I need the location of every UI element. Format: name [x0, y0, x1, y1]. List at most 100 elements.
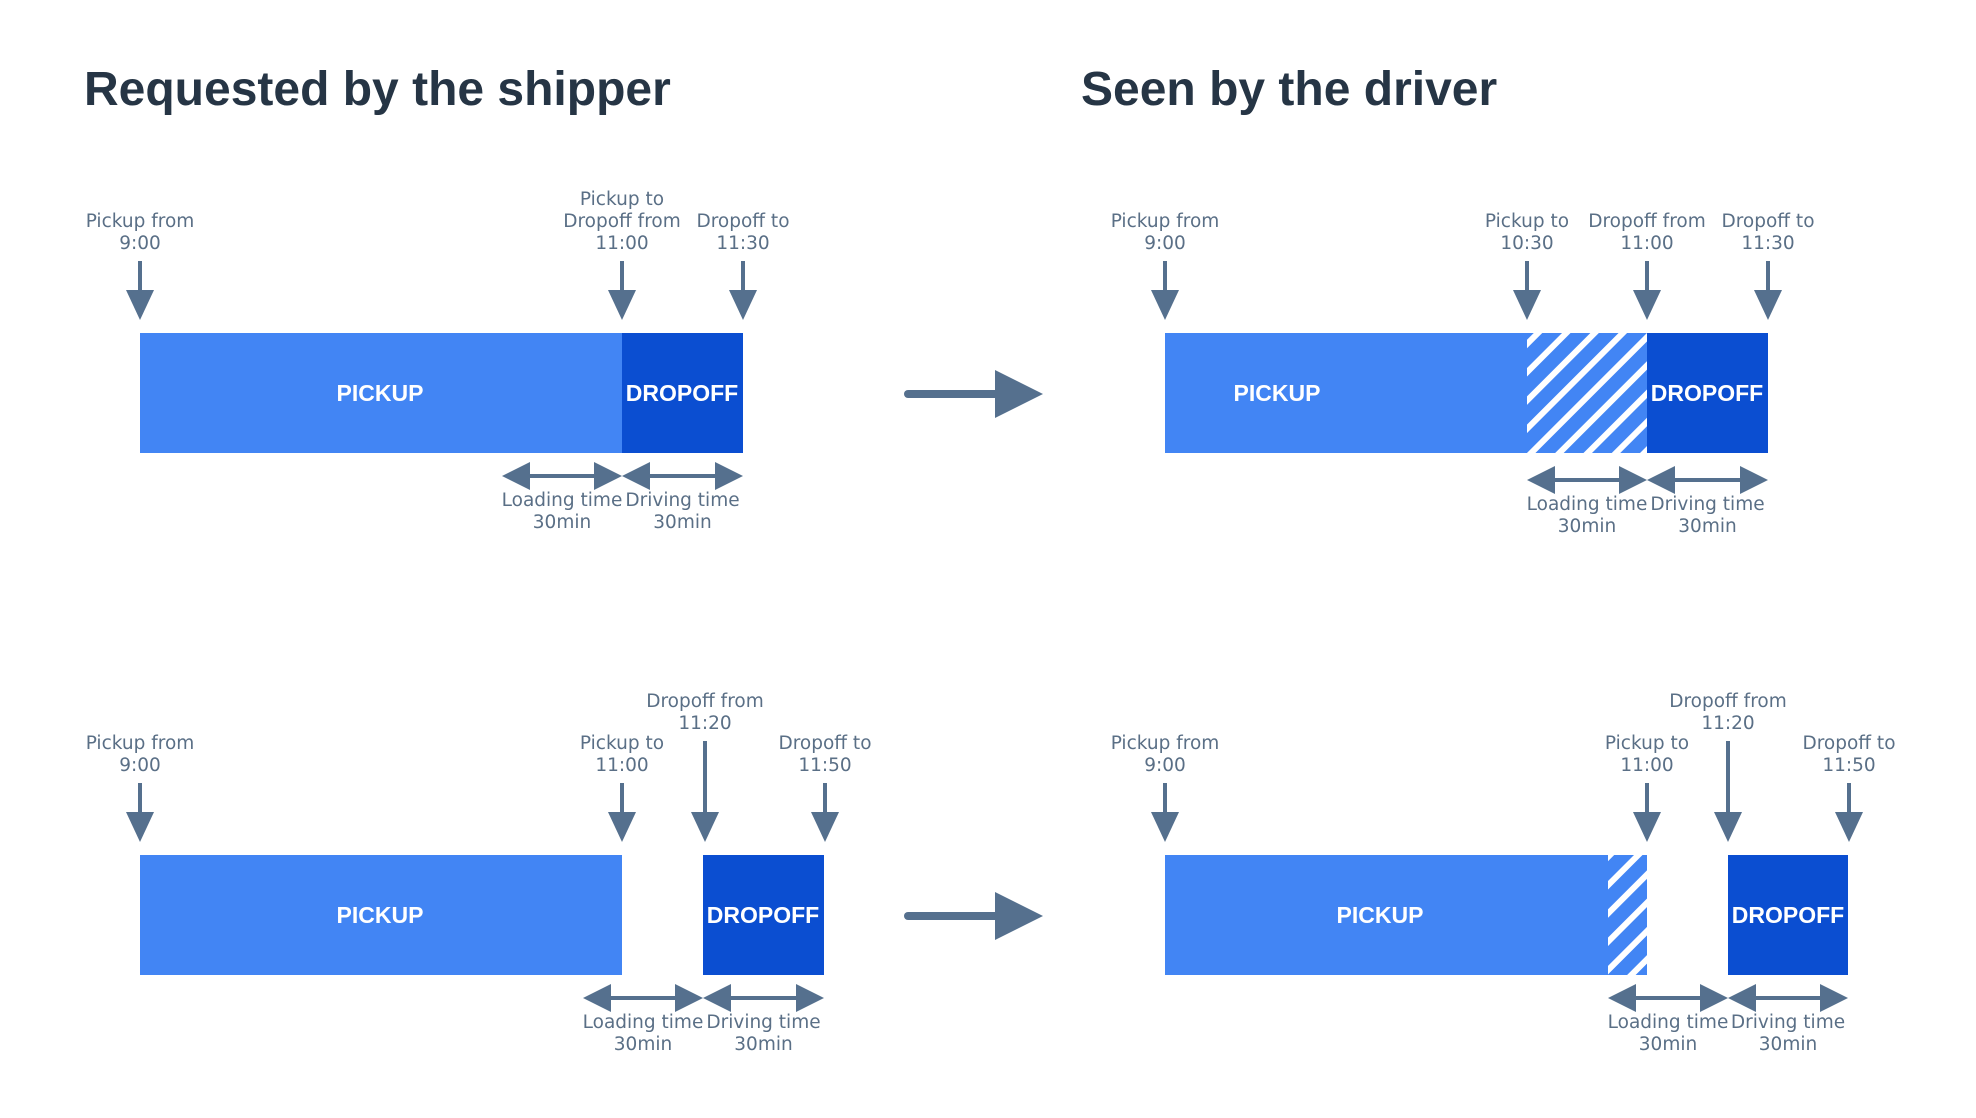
marker-down-arrow-head	[1835, 812, 1863, 842]
marker-down-arrow	[1754, 261, 1782, 320]
dropoff-block-label: DROPOFF	[1651, 380, 1763, 406]
duration-label-line: Driving time	[1650, 494, 1764, 515]
marker-label-line: 9:00	[119, 233, 161, 254]
dropoff-block-label: DROPOFF	[707, 902, 819, 928]
dropoff-block-label: DROPOFF	[626, 380, 738, 406]
marker-label-line: 11:00	[595, 233, 648, 254]
marker-down-arrow	[1151, 261, 1179, 320]
marker-down-arrow-head	[729, 290, 757, 320]
marker-down-arrow-head	[126, 812, 154, 842]
duration-label-line: 30min	[1759, 1034, 1817, 1055]
marker-down-arrow-head	[1151, 812, 1179, 842]
marker-down-arrow	[1714, 741, 1742, 842]
marker-label-line: 11:30	[1741, 233, 1794, 254]
marker-label-line: 11:50	[1822, 755, 1875, 776]
marker-label-line: 11:20	[1701, 713, 1754, 734]
marker-down-arrow-head	[811, 812, 839, 842]
marker-down-arrow	[691, 741, 719, 842]
duration-arrow	[1728, 984, 1848, 1012]
marker-label-line: Dropoff to	[1802, 733, 1895, 754]
duration-arrow	[1608, 984, 1728, 1012]
marker-label-line: Dropoff to	[1721, 211, 1814, 232]
marker-label-line: 11:00	[1620, 233, 1673, 254]
pickup-block-label: PICKUP	[1234, 380, 1321, 406]
pickup-block	[1165, 333, 1527, 453]
duration-label-line: 30min	[614, 1034, 672, 1055]
pickup-block	[140, 855, 622, 975]
duration-arrow-head-right	[1740, 466, 1768, 494]
duration-arrow-head-left	[1527, 466, 1555, 494]
marker-down-arrow-head	[1714, 812, 1742, 842]
duration-label-line: Driving time	[625, 490, 739, 511]
marker-down-arrow	[1633, 261, 1661, 320]
duration-label-line: Loading time	[1527, 494, 1648, 515]
duration-arrow-head-right	[594, 462, 622, 490]
marker-down-arrow-head	[691, 812, 719, 842]
duration-label-line: Loading time	[583, 1012, 704, 1033]
dropoff-block	[622, 333, 743, 453]
pickup-block-label: PICKUP	[337, 902, 424, 928]
marker-down-arrow	[1633, 783, 1661, 842]
marker-down-arrow-head	[608, 290, 636, 320]
marker-label-line: Pickup to	[580, 733, 664, 754]
marker-label-line: Pickup from	[86, 211, 195, 232]
marker-down-arrow-head	[1633, 290, 1661, 320]
duration-arrow-head-right	[1700, 984, 1728, 1012]
marker-down-arrow	[811, 783, 839, 842]
marker-label-line: Dropoff from	[646, 691, 764, 712]
duration-arrow-head-right	[715, 462, 743, 490]
loading-block	[1527, 333, 1647, 453]
pickup-block-label: PICKUP	[337, 380, 424, 406]
marker-label-line: 11:50	[798, 755, 851, 776]
transition-arrow-bottom-head	[995, 892, 1043, 940]
marker-label-line: Pickup to	[1605, 733, 1689, 754]
duration-arrow	[583, 984, 703, 1012]
marker-down-arrow	[1151, 783, 1179, 842]
duration-arrow	[1647, 466, 1768, 494]
title-driver: Seen by the driver	[1081, 63, 1498, 116]
marker-label-line: 10:30	[1500, 233, 1553, 254]
duration-label-line: Loading time	[502, 490, 623, 511]
marker-label-line: 9:00	[119, 755, 161, 776]
marker-down-arrow-head	[1633, 812, 1661, 842]
marker-label-line: Pickup to	[580, 189, 664, 210]
duration-arrow-head-left	[703, 984, 731, 1012]
marker-label-line: 11:00	[595, 755, 648, 776]
marker-label-line: Pickup to	[1485, 211, 1569, 232]
marker-label-line: Pickup from	[86, 733, 195, 754]
duration-label-line: 30min	[1639, 1034, 1697, 1055]
title-shipper: Requested by the shipper	[84, 63, 671, 116]
transition-arrow-bottom	[904, 892, 1043, 940]
pickup-block	[140, 333, 622, 453]
marker-down-arrow-head	[126, 290, 154, 320]
marker-label-line: 9:00	[1144, 233, 1186, 254]
marker-label-line: Dropoff from	[563, 211, 681, 232]
duration-arrow-head-left	[1647, 466, 1675, 494]
dropoff-block	[1647, 333, 1768, 453]
transition-arrow-top	[904, 370, 1043, 418]
duration-arrow-head-right	[1619, 466, 1647, 494]
marker-label-line: Dropoff to	[778, 733, 871, 754]
duration-arrow	[502, 462, 622, 490]
marker-down-arrow	[1513, 261, 1541, 320]
dropoff-block	[703, 855, 824, 975]
